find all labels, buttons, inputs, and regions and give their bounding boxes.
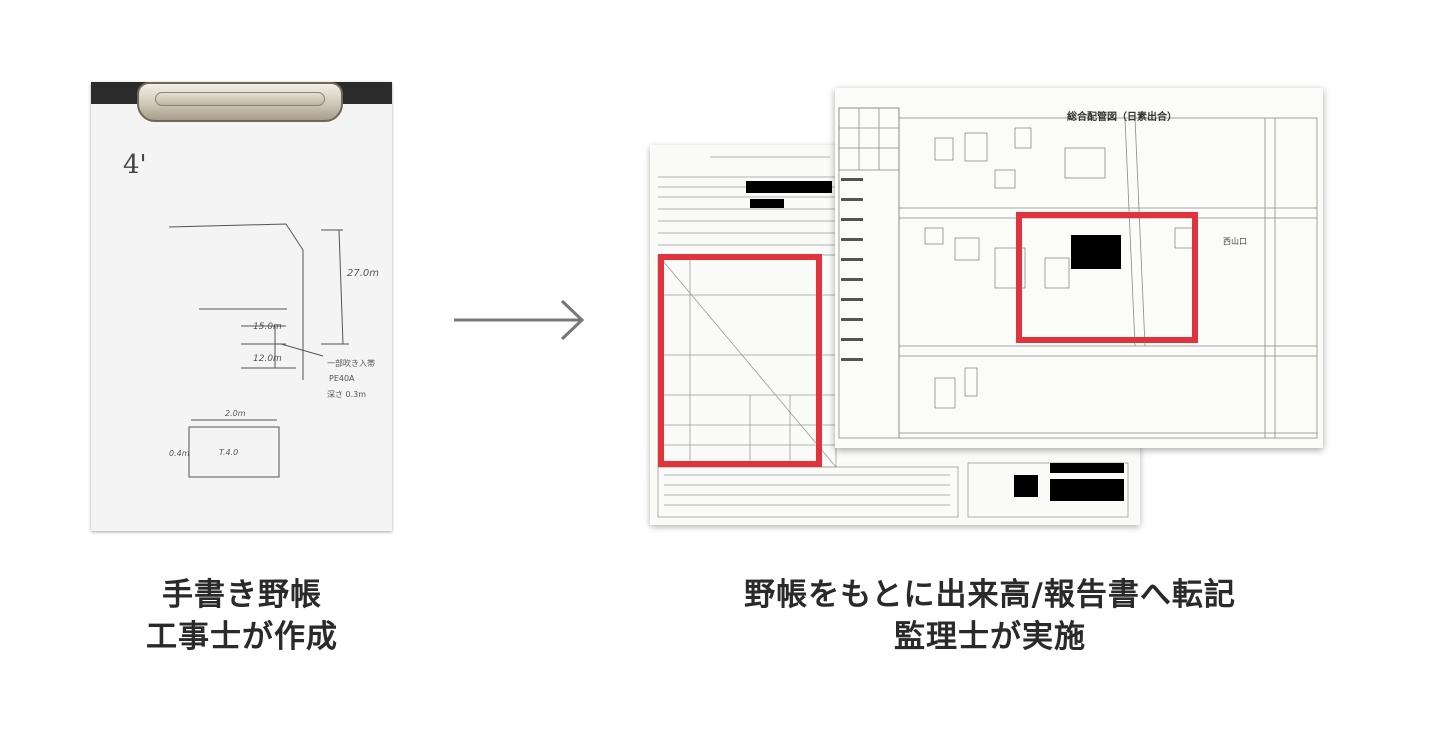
dimension-label-right: 27.0m: [347, 268, 380, 279]
sketch-note-1: 一部吹き入帯: [327, 359, 375, 368]
left-caption-line2: 工事士が作成: [146, 619, 338, 655]
highlight-frame-form-section: [658, 254, 822, 467]
dimension-label-mid1: 15.0m: [253, 322, 282, 332]
redaction-block: [1014, 475, 1038, 497]
right-caption-line2: 監理士が実施: [894, 619, 1086, 655]
redaction-block: [1071, 235, 1121, 269]
piping-map-lines: [838, 107, 1318, 439]
left-caption-line1: 手書き野帳: [162, 577, 322, 613]
highlight-frame-map-section: [1016, 212, 1198, 343]
redaction-block: [1050, 479, 1124, 501]
sketch-note-2: PE40A: [329, 374, 355, 383]
sketch-note-3: 深さ 0.3m: [327, 390, 367, 399]
handwritten-field-notes-clipboard: 4' 27.0m 15.0m 12.0m 一部吹き入帯 PE40A 深さ 0.3…: [91, 82, 392, 531]
left-caption: 手書き野帳 工事士が作成: [92, 574, 392, 658]
redaction-bar: [750, 199, 784, 208]
redaction-bar: [1050, 463, 1124, 473]
arrow-right-icon: [454, 299, 585, 341]
sketch-box-label: T.4.0: [219, 448, 239, 457]
right-caption: 野帳をもとに出来高/報告書へ転記 監理士が実施: [650, 574, 1330, 658]
map-title: 総合配管図（日素出合）: [1067, 112, 1177, 123]
hand-sketch-drawing: [168, 223, 349, 478]
dimension-label-mid2: 12.0m: [253, 354, 282, 364]
redaction-bar: [746, 181, 832, 193]
right-caption-line1: 野帳をもとに出来高/報告書へ転記: [744, 577, 1236, 613]
dimension-label-left-small: 0.4m: [169, 449, 190, 458]
dimension-label-top-small: 2.0m: [225, 409, 246, 418]
corner-mark-text: 4': [123, 150, 147, 180]
piping-map-document: 総合配管図（日素出合） 西山口: [835, 88, 1323, 448]
clip-handle: [155, 92, 325, 106]
map-place-label: 西山口: [1223, 237, 1247, 246]
clipboard-clip: [137, 82, 343, 122]
